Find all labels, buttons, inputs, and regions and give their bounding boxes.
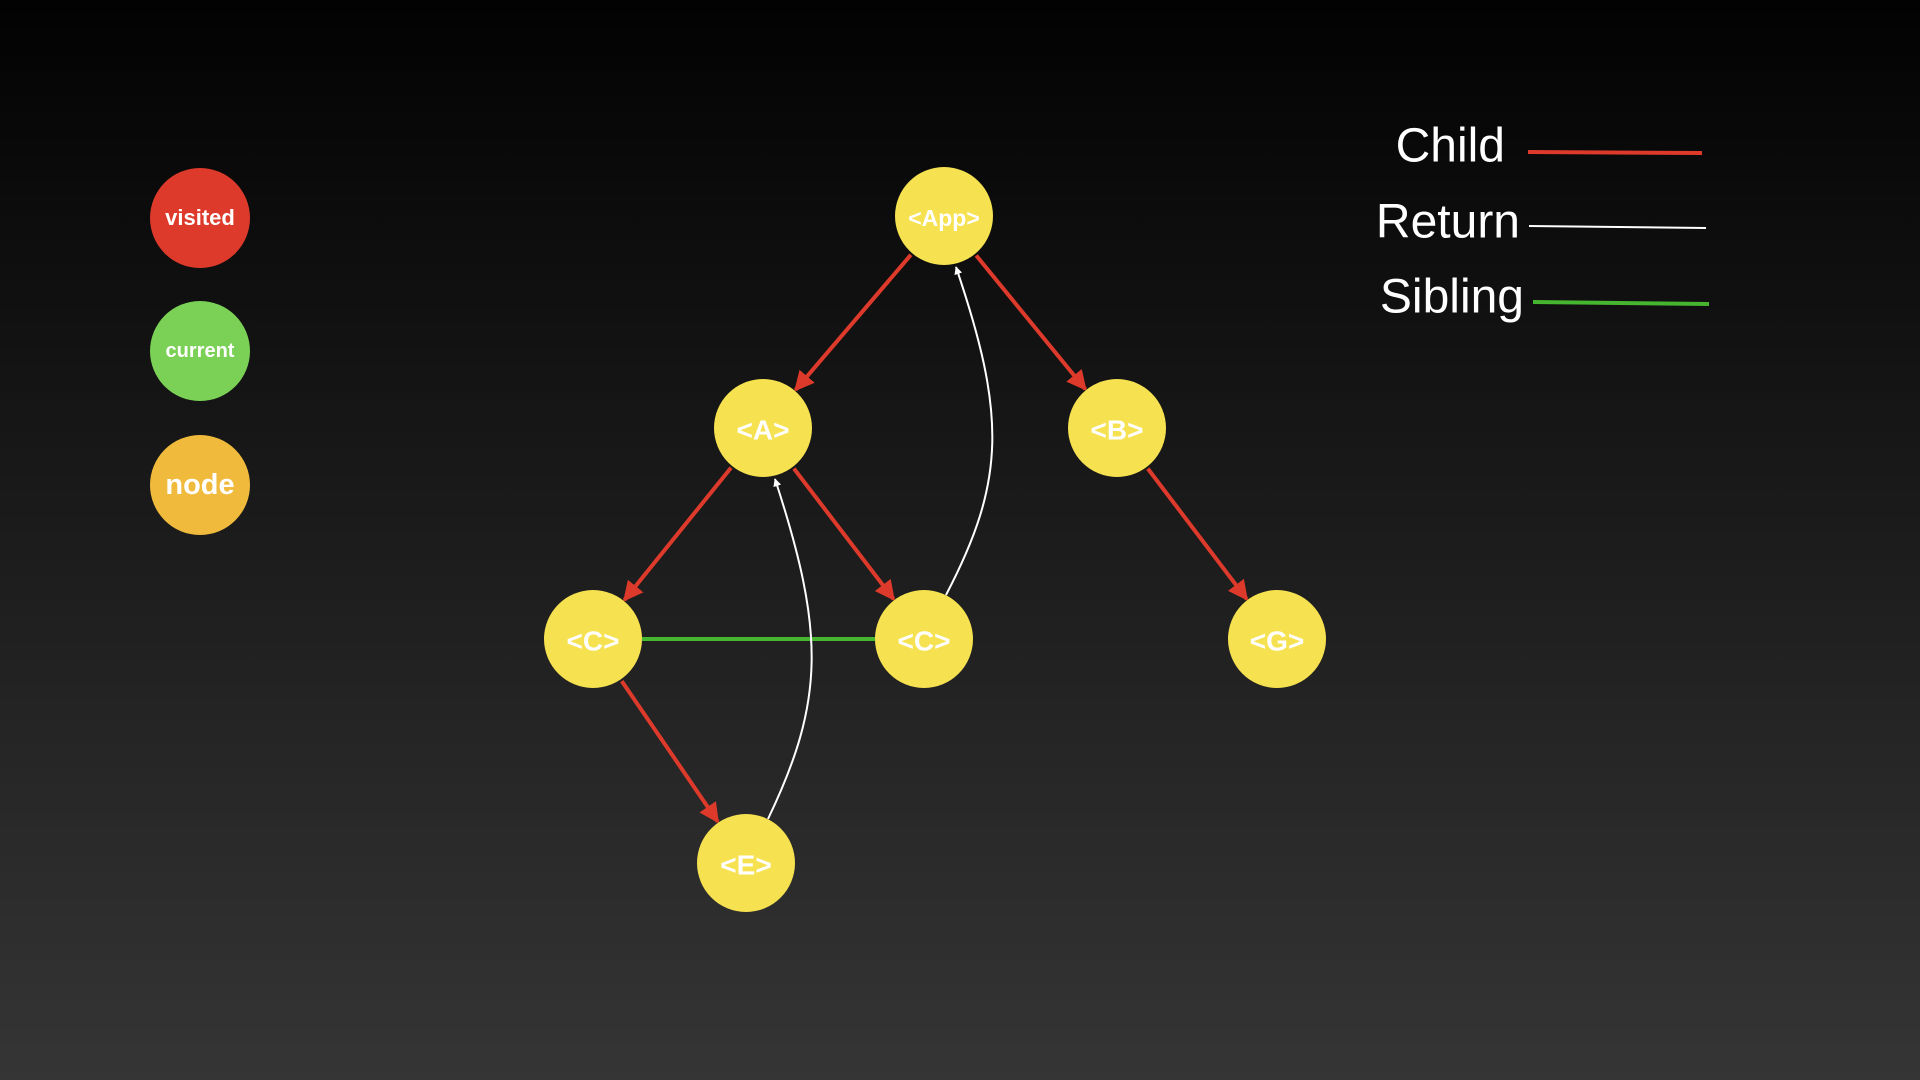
- legend-sibling-line: [1532, 300, 1710, 306]
- legend-current-circle: current: [150, 301, 250, 401]
- tree-node-label: <C>: [898, 626, 951, 657]
- child-edge-app-to-b: [974, 254, 1087, 391]
- tree-node-label: <App>: [908, 205, 980, 231]
- legend-visited-circle: visited: [150, 168, 250, 268]
- nodes-layer: <App> <A> <B> <C> <C> <G> <E>: [544, 167, 1326, 912]
- tree-node-label: <A>: [737, 415, 790, 446]
- tree-node-circle: [714, 379, 812, 477]
- tree-node-c2: <C>: [875, 590, 973, 688]
- edges-layer: [620, 253, 1249, 824]
- tree-node-b: <B>: [1068, 379, 1166, 477]
- child-edge-a-to-c1: [622, 466, 733, 602]
- tree-node-circle: [1228, 590, 1326, 688]
- return-edge-e-to-a: [767, 478, 813, 820]
- tree-node-g: <G>: [1228, 590, 1326, 688]
- tree-node-circle: [544, 590, 642, 688]
- child-edge-b-to-g: [1146, 467, 1249, 601]
- tree-node-circle: [1068, 379, 1166, 477]
- legend-child-line: [1527, 150, 1703, 155]
- tree-node-label: <C>: [567, 626, 620, 657]
- tree-node-e: <E>: [697, 814, 795, 912]
- tree-node-circle: [875, 590, 973, 688]
- legend-visited-label: visited: [165, 205, 235, 230]
- legend-child-label: Child: [1396, 120, 1505, 173]
- tree-node-c1: <C>: [544, 590, 642, 688]
- legend-node-label: node: [165, 468, 235, 501]
- legend-current-label: current: [165, 339, 235, 362]
- child-edge-app-to-a: [793, 253, 913, 392]
- tree-node-label: <B>: [1091, 415, 1144, 446]
- tree-node-circle: [697, 814, 795, 912]
- tree-node-label: <E>: [720, 850, 771, 881]
- tree-node-a: <A>: [714, 379, 812, 477]
- legend-sibling-label: Sibling: [1380, 271, 1524, 324]
- legend-return-line: [1528, 225, 1707, 229]
- child-edge-c1-to-e: [620, 679, 720, 824]
- tree-node-circle: [895, 167, 993, 265]
- tree-node-label: <G>: [1250, 626, 1304, 657]
- edge-legend: Child Return Sibling: [1376, 120, 1710, 324]
- legend-node-circle: node: [150, 435, 250, 535]
- tree-node-app: <App>: [895, 167, 993, 265]
- return-edge-c2-to-app: [945, 266, 994, 596]
- legend-return-label: Return: [1376, 196, 1520, 249]
- child-edge-a-to-c2: [792, 467, 896, 601]
